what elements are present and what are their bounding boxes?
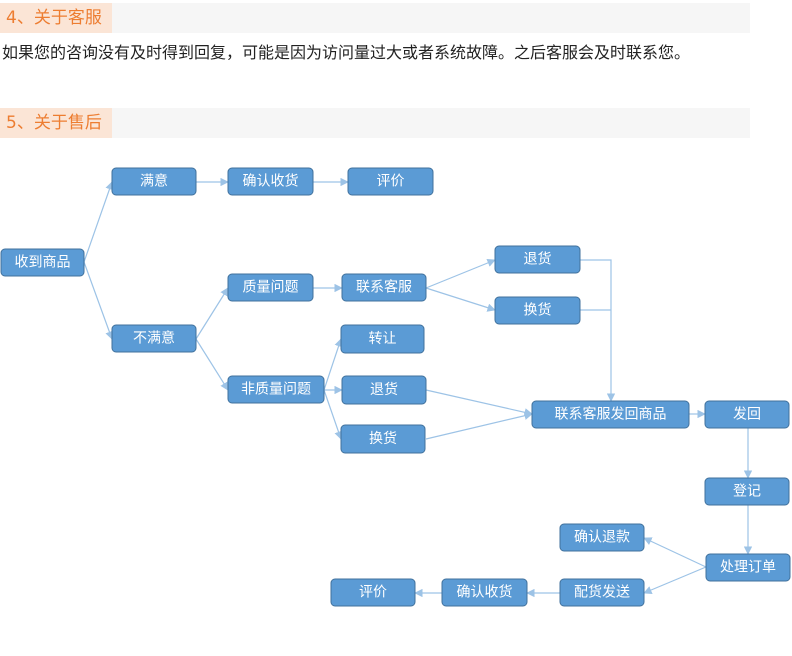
node-send-back: 发回 xyxy=(704,400,790,429)
node-receive-goods-label: 收到商品 xyxy=(15,255,71,271)
connectors xyxy=(83,177,753,598)
node-contact-cs-1: 联系客服 xyxy=(341,273,427,302)
connector-exchange2-contactreturn xyxy=(425,411,533,440)
node-ship-goods-label: 配货发送 xyxy=(574,584,630,601)
node-return-1-label: 退货 xyxy=(524,251,552,268)
node-contact-cs-return-label: 联系客服发回商品 xyxy=(555,406,667,423)
node-exchange-1: 换货 xyxy=(494,296,581,325)
node-satisfied: 满意 xyxy=(111,167,197,196)
node-confirm-refund-label: 确认退款 xyxy=(574,530,630,546)
customer-service-paragraph: 如果您的咨询没有及时得到回复，可能是因为访问量过大或者系统故障。之后客服会及时联… xyxy=(2,43,691,62)
node-quality-issue-label: 质量问题 xyxy=(243,280,299,296)
section-4-heading-bar: 4、关于客服 xyxy=(0,3,750,33)
node-return-2: 退货 xyxy=(341,375,427,405)
node-confirm-receipt-1: 确认收货 xyxy=(227,167,314,196)
node-process-order-label: 处理订单 xyxy=(720,560,776,576)
section-4-heading: 4、关于客服 xyxy=(0,3,112,33)
node-transfer-label: 转让 xyxy=(369,331,397,347)
node-register: 登记 xyxy=(704,477,790,506)
node-receive-goods: 收到商品 xyxy=(0,248,85,277)
connector-return1-contactreturn xyxy=(580,259,616,402)
node-quality-issue: 质量问题 xyxy=(227,273,314,302)
node-review-1: 评价 xyxy=(347,167,434,196)
connector-unsatisfied-quality xyxy=(195,287,229,340)
node-confirm-receipt-2-label: 确认收货 xyxy=(457,584,513,601)
node-unsatisfied-label: 不满意 xyxy=(133,330,175,347)
node-process-order: 处理订单 xyxy=(705,553,791,582)
connector-nonquality-transfer xyxy=(323,338,343,391)
node-register-label: 登记 xyxy=(733,484,761,500)
node-contact-cs-1-label: 联系客服 xyxy=(356,279,412,296)
node-non-quality-issue-label: 非质量问题 xyxy=(241,382,311,398)
node-non-quality-issue: 非质量问题 xyxy=(227,375,325,404)
connector-unsatisfied-nonquality xyxy=(195,338,229,391)
node-send-back-label: 发回 xyxy=(733,407,761,423)
node-contact-cs-return: 联系客服发回商品 xyxy=(531,400,690,429)
node-exchange-2-label: 换货 xyxy=(369,430,397,447)
node-exchange-1-label: 换货 xyxy=(524,302,552,319)
node-satisfied-label: 满意 xyxy=(140,173,168,190)
connector-receive-unsatisfied xyxy=(83,261,114,340)
section-5-heading: 5、关于售后 xyxy=(0,108,112,138)
connector-nonquality-exchange xyxy=(323,389,343,440)
connector-contact-return xyxy=(425,258,496,289)
node-confirm-refund: 确认退款 xyxy=(559,523,645,552)
connector-contact-exchange xyxy=(425,287,496,312)
node-return-1: 退货 xyxy=(494,245,581,274)
connector-receive-satisfied xyxy=(83,181,114,263)
node-exchange-2: 换货 xyxy=(340,424,426,454)
node-review-1-label: 评价 xyxy=(377,174,405,190)
connector-return2-contactreturn xyxy=(425,389,533,417)
node-review-2: 评价 xyxy=(330,578,416,607)
connector-process-ship xyxy=(643,566,707,594)
node-transfer: 转让 xyxy=(340,324,425,354)
node-ship-goods: 配货发送 xyxy=(559,578,645,607)
section-5-heading-bar: 5、关于售后 xyxy=(0,108,750,138)
node-unsatisfied: 不满意 xyxy=(111,324,197,353)
node-confirm-receipt-2: 确认收货 xyxy=(441,578,528,607)
node-return-2-label: 退货 xyxy=(370,381,398,398)
node-review-2-label: 评价 xyxy=(359,585,387,601)
connector-process-refund xyxy=(643,537,707,568)
node-confirm-receipt-1-label: 确认收货 xyxy=(243,173,299,190)
